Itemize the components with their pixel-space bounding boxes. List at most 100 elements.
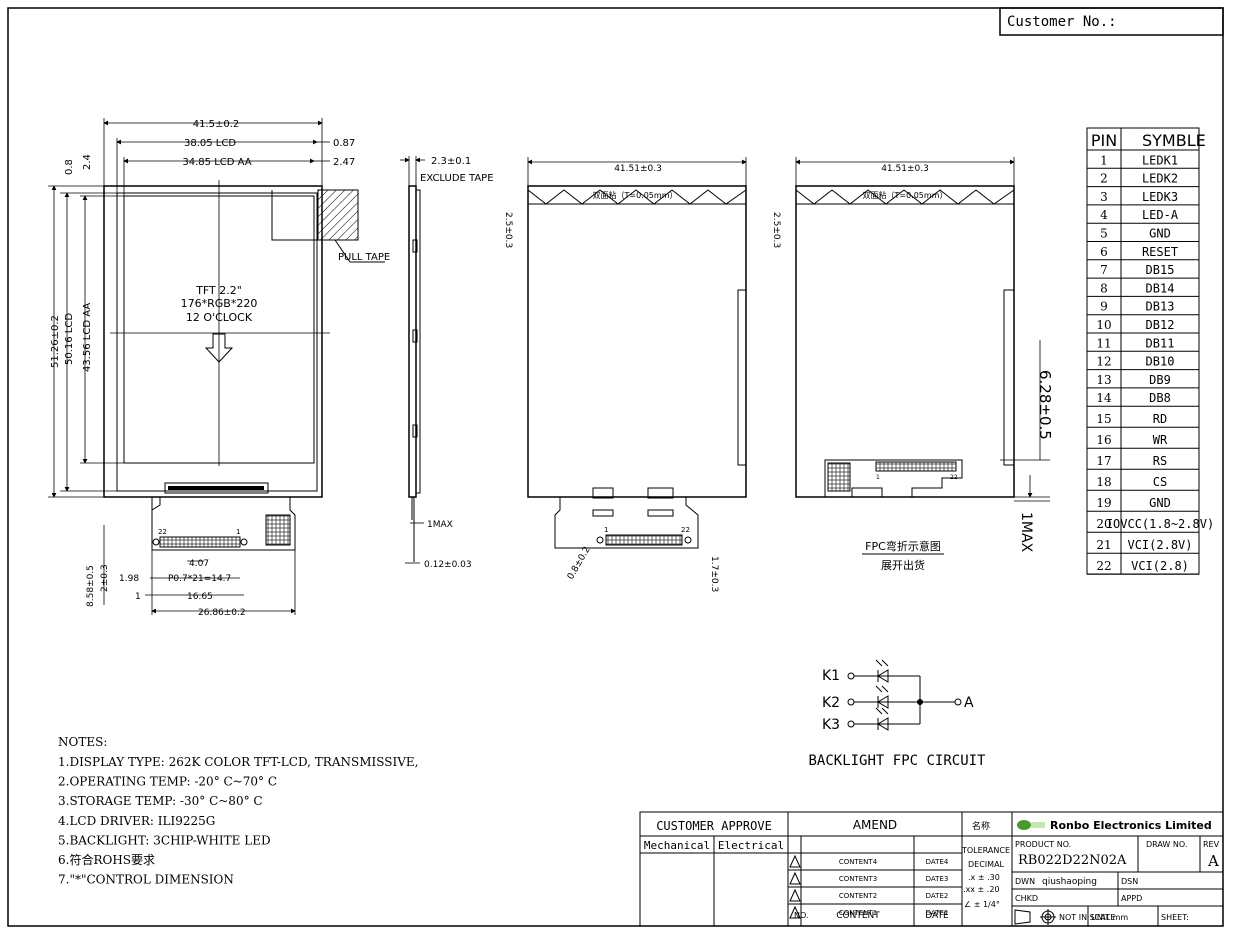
decimal-label: DECIMAL — [968, 860, 1005, 869]
orientation-arrow-icon — [204, 333, 234, 363]
fpc-pins-front — [159, 536, 241, 548]
dim-thickness: 2.3±0.1 — [431, 156, 471, 167]
dim-fpc-e: 26.86±0.2 — [198, 608, 246, 618]
dim-width-lcd: 38.05 LCD — [184, 138, 236, 149]
note-item: 2.OPERATING TEMP: -20° C~70° C — [58, 775, 277, 789]
pin-symbol: VCI(2.8V) — [1127, 538, 1192, 552]
led-icon-1 — [875, 659, 889, 683]
pin-symbol: DB9 — [1149, 373, 1171, 387]
dim-right-1: 0.87 — [333, 138, 355, 149]
pin-symbol: VCI(2.8) — [1131, 559, 1189, 573]
customer-no-box — [999, 7, 1224, 36]
pin-symbol: LEDK1 — [1142, 153, 1178, 167]
dim-fpc-d: 16.65 — [187, 592, 213, 602]
note-item: 4.LCD DRIVER: ILI9225G — [58, 814, 215, 828]
note-item: 6.符合ROHS要求 — [58, 852, 155, 867]
draw-no-label: DRAW NO. — [1146, 840, 1187, 849]
rev-label: REV — [1203, 840, 1220, 849]
dim-fpc-h1: 8.58±0.5 — [86, 565, 96, 607]
dim-width-total: 41.5±0.2 — [193, 119, 240, 130]
pin-number: 20 — [1096, 517, 1111, 531]
pin-number: 1 — [1100, 153, 1108, 167]
amend-date: DATE3 — [926, 875, 949, 883]
pin-number: 21 — [1096, 538, 1111, 552]
back-pin-last: 22 — [681, 526, 690, 534]
appd-label: APPD — [1121, 894, 1142, 903]
amend-header: AMEND — [853, 818, 897, 832]
pin-symbol: CS — [1153, 475, 1167, 489]
pin-symbol: DB11 — [1146, 336, 1175, 350]
date-header: DATE — [925, 911, 949, 921]
projection-symbol-icon — [1014, 909, 1056, 925]
bent-pin-last: 22 — [950, 474, 958, 481]
back-pin-first: 1 — [604, 526, 608, 534]
pin-number: 14 — [1096, 391, 1112, 405]
electrical-label: Electrical — [718, 839, 784, 852]
pin-symbol: DB8 — [1149, 391, 1171, 405]
tolerance-label: TOLERANCE — [961, 846, 1010, 855]
product-no-label: PRODUCT NO. — [1015, 840, 1071, 849]
back-bend-radius: 0.8±0.2 — [566, 545, 593, 581]
pin-number: 19 — [1096, 496, 1111, 510]
pin-symbol: DB13 — [1146, 300, 1175, 314]
bent-width: 41.51±0.3 — [881, 164, 929, 174]
k2-label: K2 — [822, 695, 840, 711]
display-spec-line1: TFT 2.2" — [195, 284, 242, 297]
bent-tape-height: 2.5±0.3 — [771, 212, 781, 248]
back-tape-label: 双面粘（T=0.05mm） — [593, 190, 678, 200]
dwn-label: DWN — [1015, 877, 1035, 886]
revision-triangle-icon — [789, 888, 801, 902]
back-tape-height: 2.5±0.3 — [503, 212, 513, 248]
pin-header: PIN — [1091, 131, 1117, 150]
pin-number: 7 — [1100, 263, 1108, 277]
dim-fpc-b: 1.98 — [119, 574, 139, 584]
back-view: 双面粘（T=0.05mm） 41.51±0.3 2.5±0.3 1 22 0.8… — [503, 157, 747, 592]
dim-top-1: 0.8 — [64, 159, 75, 175]
note-item: 5.BACKLIGHT: 3CHIP-WHITE LED — [58, 833, 271, 847]
back-width: 41.51±0.3 — [614, 164, 662, 174]
pin-symbol: DB14 — [1146, 281, 1175, 295]
amend-date: DATE1 — [926, 909, 949, 917]
pin-symbol: GND — [1149, 496, 1171, 510]
product-no-value: RB022D22N02A — [1018, 853, 1127, 868]
amend-content: CONTENT4 — [839, 858, 878, 866]
led-icon-3 — [875, 707, 889, 731]
mechanical-label: Mechanical — [644, 839, 710, 852]
revision-triangle-icon — [789, 854, 801, 868]
tol-x: .x ± .30 — [968, 873, 1000, 882]
bent-tape-label: 双面粘（T=0.05mm） — [863, 190, 948, 200]
pin-number: 13 — [1096, 373, 1111, 387]
no-header: NO. — [794, 911, 809, 920]
revision-triangle-icon — [789, 871, 801, 885]
amend-content: CONTENT2 — [839, 892, 877, 900]
dim-fpc-h2: 2±0.3 — [100, 564, 110, 592]
pin-number: 2 — [1100, 172, 1108, 186]
pin-symbol: LEDK2 — [1142, 172, 1178, 186]
pin-number: 22 — [1096, 559, 1111, 573]
bent-caption-2: 展开出货 — [881, 558, 925, 572]
dim-height-aa: 43.56 LCD AA — [82, 303, 93, 372]
backlight-circuit: K1 K2 K3 A BACKLIGHT FPC CIRCUIT — [808, 659, 986, 769]
bent-1max: 1MAX — [1018, 512, 1034, 553]
bent-pin-first: 1 — [876, 474, 880, 481]
dim-fpc-pitch: P0.7*21=14.7 — [168, 574, 231, 584]
pin-number: 18 — [1096, 475, 1111, 489]
symbol-header: SYMBLE — [1142, 131, 1206, 150]
pin-symbol: RESET — [1142, 245, 1178, 259]
dim-fpc-c: 1 — [135, 592, 141, 602]
front-view: PULL TAPE TFT 2.2" 176*RGB*220 12 O'CLOC… — [48, 118, 390, 618]
pull-tape-label: PULL TAPE — [338, 252, 390, 263]
front-pin-last: 1 — [236, 528, 240, 536]
company-logo-icon — [1017, 820, 1045, 830]
k1-label: K1 — [822, 668, 840, 684]
amend-date: DATE4 — [926, 858, 949, 866]
pin-number: 9 — [1100, 300, 1108, 314]
not-in-scale: NOT IN SCALE — [1059, 913, 1115, 922]
display-spec-line3: 12 O'CLOCK — [186, 311, 253, 324]
dwn-name: qiushaoping — [1042, 877, 1097, 887]
pin-number: 11 — [1096, 336, 1111, 350]
backlight-title: BACKLIGHT FPC CIRCUIT — [808, 753, 986, 769]
amend-content: CONTENT3 — [839, 875, 877, 883]
sheet-border — [7, 7, 1224, 927]
